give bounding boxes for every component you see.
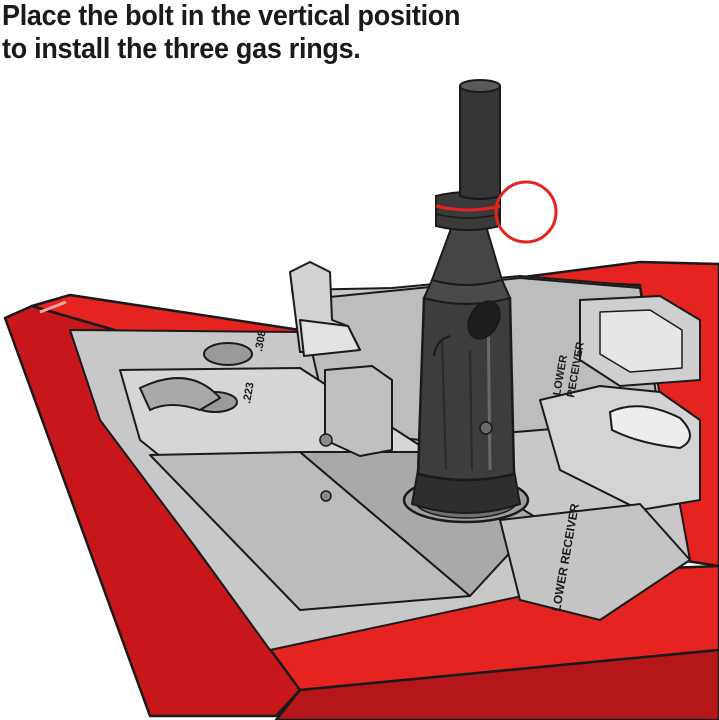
tray-screw-2 [320,490,332,502]
bolt [410,79,522,514]
case-edge-highlight [39,300,67,314]
gas-ring-2 [435,213,501,219]
caption-line-2: to install the three gas rings. [2,33,361,65]
tray-curved-cutout [138,377,222,412]
gas-ring-1 [435,204,501,212]
bolt-flute-2 [469,349,473,471]
tray-lower-right-recess [499,503,691,621]
instruction-caption: Place the bolt in the vertical position … [2,0,667,66]
tray-right-upper-pocket-inner [599,309,683,373]
bolt-cam-pin-hole [467,300,501,340]
bolt-lug-slot [433,335,451,357]
gray-tray [69,261,701,651]
caption-line-1: Place the bolt in the vertical position [2,0,461,32]
tray-right-cradle-hole [608,405,691,450]
tray-hole-308 [203,342,253,366]
bolt-flute-1 [441,339,447,471]
engraving-size-308: .308 [253,329,269,352]
bolt-tail-shaft [459,82,501,200]
bolt-tail-tip [459,79,501,93]
bolt-neck [430,223,504,286]
bolt-pin-hole [479,421,493,435]
engraving-size-223: .223 [241,381,257,404]
bolt-base-collar [410,469,522,514]
tray-screw-1 [319,433,333,447]
tray-middle-block [324,365,393,457]
gas-ring-highlight-circle [494,180,558,244]
case-front-lower-face [274,648,719,720]
tray-left-post-block [299,319,361,357]
